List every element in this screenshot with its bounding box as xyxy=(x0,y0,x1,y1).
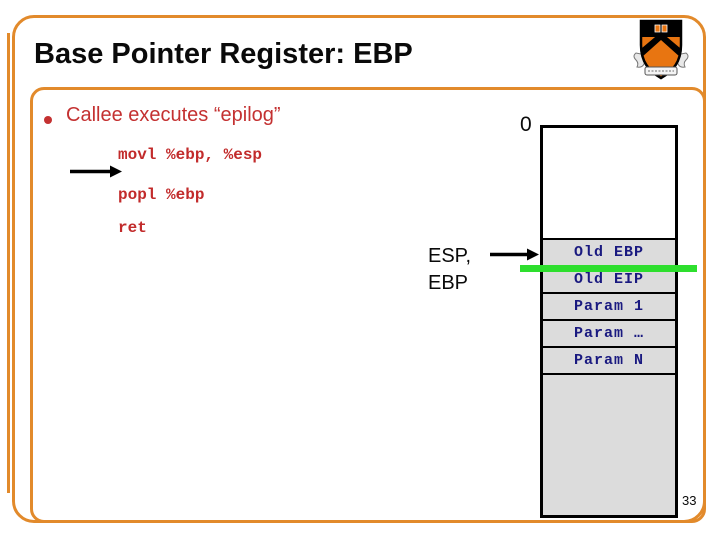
ebp-label: EBP xyxy=(428,272,469,294)
bullet-text: Callee executes “epilog” xyxy=(66,104,281,126)
stack-cell-old-ebp: Old EBP xyxy=(543,240,675,267)
code-line-movl: movl %ebp, %esp xyxy=(118,146,263,164)
slide-body-frame xyxy=(30,87,706,523)
stack-filler-bottom xyxy=(543,375,675,515)
esp-ebp-label: ESP, EBP xyxy=(428,243,471,297)
stack-cell-param-ellipsis: Param … xyxy=(543,321,675,348)
green-highlight-line xyxy=(520,265,697,272)
princeton-shield-icon xyxy=(632,15,690,89)
page-number: 33 xyxy=(681,493,698,508)
stack-diagram: Old EBP Old EIP Param 1 Param … Param N xyxy=(540,125,678,518)
left-edge-decoration xyxy=(7,33,10,493)
code-line-popl: popl %ebp xyxy=(118,186,205,204)
page-title: Base Pointer Register: EBP xyxy=(34,38,413,70)
stack-cell-param-1: Param 1 xyxy=(543,294,675,321)
stack-cell-param-n: Param N xyxy=(543,348,675,375)
stack-empty-top xyxy=(543,128,675,240)
address-zero-label: 0 xyxy=(520,113,532,136)
code-line-ret: ret xyxy=(118,219,147,237)
arrow-right-icon xyxy=(490,248,539,266)
arrow-right-icon xyxy=(70,165,122,183)
esp-label: ESP, xyxy=(428,245,471,267)
bullet-icon xyxy=(44,116,52,124)
